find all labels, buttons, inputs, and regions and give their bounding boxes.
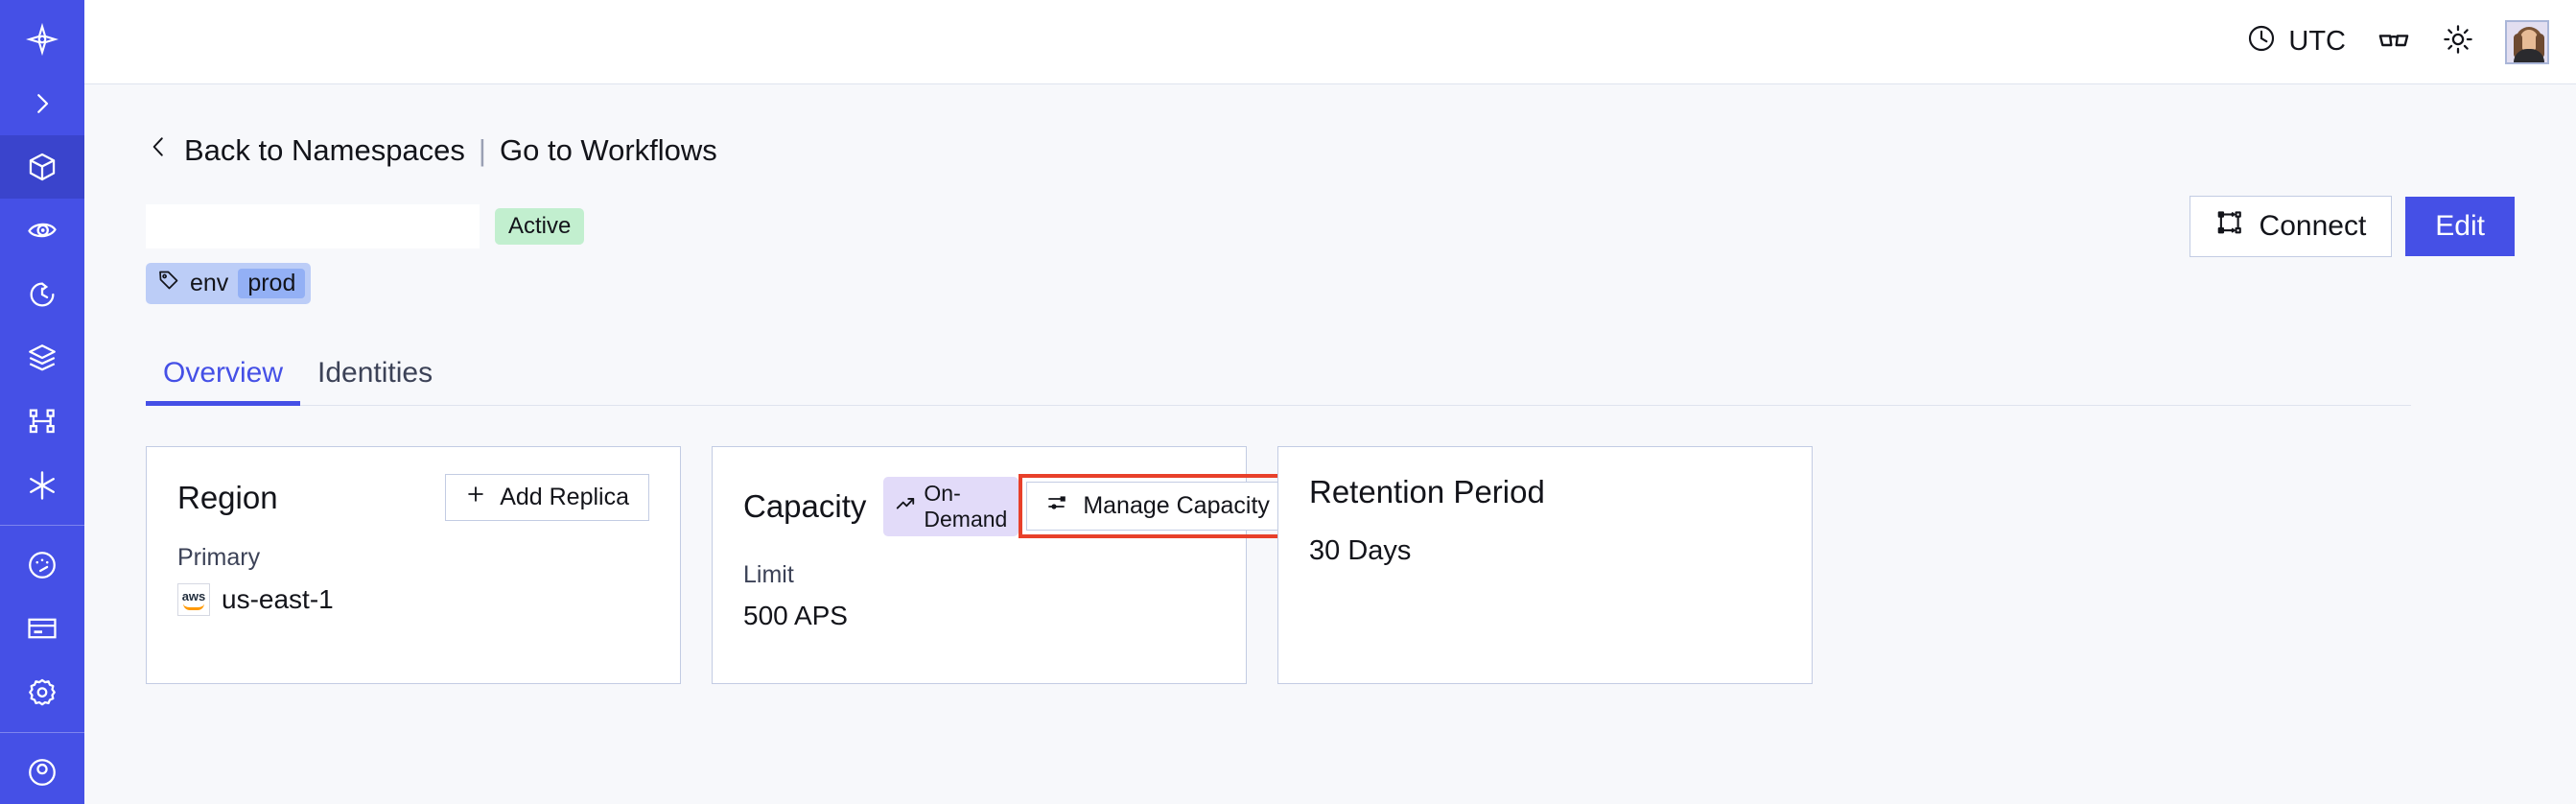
manage-capacity-highlight: Manage Capacity bbox=[1019, 474, 1298, 538]
region-card-header: Region Add Replica bbox=[177, 474, 649, 521]
expand-chevron-icon bbox=[28, 89, 57, 118]
asterisk-icon bbox=[25, 468, 59, 503]
edit-button[interactable]: Edit bbox=[2405, 197, 2515, 256]
clock-icon bbox=[2246, 23, 2277, 61]
billing-card-icon bbox=[26, 612, 59, 645]
sidebar-item-account[interactable] bbox=[0, 741, 84, 804]
manage-capacity-button[interactable]: Manage Capacity bbox=[1026, 482, 1290, 531]
sliders-icon bbox=[1046, 491, 1069, 521]
add-replica-button[interactable]: Add Replica bbox=[445, 474, 649, 521]
tag-key: env bbox=[190, 270, 229, 296]
region-value: us-east-1 bbox=[222, 584, 334, 614]
chevron-left-icon[interactable] bbox=[146, 132, 171, 169]
overview-cards: Region Add Replica Primary bbox=[146, 446, 2515, 684]
region-card: Region Add Replica Primary bbox=[146, 446, 681, 684]
sidebar-item-expand[interactable] bbox=[0, 71, 84, 134]
timezone-label: UTC bbox=[2288, 26, 2346, 57]
connect-button-label: Connect bbox=[2259, 210, 2367, 242]
capacity-mode-badge: On-Demand bbox=[883, 476, 1019, 536]
breadcrumb-separator: | bbox=[478, 133, 486, 167]
connect-button[interactable]: Connect bbox=[2189, 196, 2393, 257]
manage-capacity-label: Manage Capacity bbox=[1083, 492, 1270, 519]
glasses-icon bbox=[2377, 22, 2411, 61]
top-bar: UTC bbox=[84, 0, 2576, 84]
usage-gauge-icon bbox=[26, 549, 59, 581]
avatar[interactable] bbox=[2505, 19, 2549, 64]
aws-logo-icon: aws bbox=[177, 583, 210, 616]
connect-flow-icon bbox=[2215, 208, 2244, 245]
sidebar-divider-top bbox=[0, 524, 84, 526]
status-badge: Active bbox=[495, 208, 585, 245]
temporal-logo-icon bbox=[26, 23, 59, 57]
plus-icon bbox=[465, 484, 486, 511]
theme-toggle-button[interactable] bbox=[2442, 23, 2474, 60]
namespace-header-row: Active bbox=[146, 196, 2515, 257]
retention-card-header: Retention Period bbox=[1309, 474, 1781, 510]
tag-row: env prod bbox=[146, 263, 2515, 304]
sidebar-item-temporal-logo[interactable] bbox=[0, 8, 84, 71]
avatar-face bbox=[2520, 29, 2538, 52]
capacity-card-header: Capacity On-Demand bbox=[743, 474, 1298, 538]
breadcrumb: Back to Namespaces | Go to Workflows bbox=[146, 132, 2515, 169]
retention-card-title: Retention Period bbox=[1309, 474, 1545, 509]
left-sidebar bbox=[0, 0, 84, 804]
main-area: UTC bbox=[84, 0, 2576, 804]
breadcrumb-workflows-link[interactable]: Go to Workflows bbox=[499, 133, 717, 167]
tag-value: prod bbox=[238, 269, 306, 298]
tab-identities[interactable]: Identities bbox=[317, 357, 433, 389]
add-replica-label: Add Replica bbox=[500, 484, 629, 510]
glasses-icon-button[interactable] bbox=[2377, 22, 2411, 61]
sidebar-item-nexus[interactable] bbox=[0, 453, 84, 516]
sun-icon bbox=[2442, 23, 2474, 60]
capacity-limit-label: Limit bbox=[743, 561, 794, 588]
sidebar-item-workflows[interactable] bbox=[0, 390, 84, 453]
sidebar-item-namespaces[interactable] bbox=[0, 134, 84, 200]
region-primary-value-row: aws us-east-1 bbox=[177, 583, 649, 616]
header-actions: Connect Edit bbox=[2189, 196, 2515, 257]
tag-icon bbox=[157, 269, 180, 298]
sidebar-item-settings[interactable] bbox=[0, 660, 84, 723]
layers-icon bbox=[26, 342, 59, 374]
region-primary-label: Primary bbox=[177, 544, 261, 571]
workflows-branch-icon bbox=[26, 405, 59, 437]
sidebar-item-billing[interactable] bbox=[0, 597, 84, 660]
sidebar-item-history[interactable] bbox=[0, 262, 84, 325]
sidebar-item-observability[interactable] bbox=[0, 199, 84, 262]
capacity-mode-label: On-Demand bbox=[924, 480, 1008, 532]
sidebar-divider-bottom bbox=[0, 731, 84, 733]
tab-overview[interactable]: Overview bbox=[146, 357, 301, 406]
namespace-tag[interactable]: env prod bbox=[146, 263, 312, 304]
capacity-card-title: Capacity bbox=[743, 487, 867, 524]
retention-card: Retention Period 30 Days bbox=[1277, 446, 1813, 684]
capacity-limit-value: 500 APS bbox=[743, 601, 848, 630]
sidebar-item-usage[interactable] bbox=[0, 533, 84, 597]
account-icon bbox=[26, 756, 59, 789]
tab-bar: Overview Identities bbox=[146, 346, 2411, 406]
avatar-hair-left bbox=[2514, 33, 2522, 59]
capacity-card: Capacity On-Demand bbox=[712, 446, 1298, 684]
settings-gear-icon bbox=[26, 676, 59, 709]
timezone-selector[interactable]: UTC bbox=[2246, 23, 2346, 61]
breadcrumb-back-link[interactable]: Back to Namespaces bbox=[184, 133, 465, 167]
observability-eye-icon bbox=[26, 214, 59, 247]
aws-wordmark: aws bbox=[181, 588, 206, 603]
sidebar-item-layers[interactable] bbox=[0, 326, 84, 390]
trending-up-icon bbox=[895, 493, 916, 520]
page-content: Back to Namespaces | Go to Workflows Act… bbox=[84, 84, 2576, 804]
retention-value: 30 Days bbox=[1309, 535, 1412, 566]
history-clock-icon bbox=[26, 278, 59, 311]
region-card-title: Region bbox=[177, 479, 278, 515]
avatar-body bbox=[2514, 48, 2544, 62]
aws-swoosh bbox=[183, 603, 204, 610]
avatar-hair-right bbox=[2536, 33, 2544, 59]
page-title bbox=[146, 204, 480, 248]
namespaces-cube-icon bbox=[26, 151, 59, 183]
